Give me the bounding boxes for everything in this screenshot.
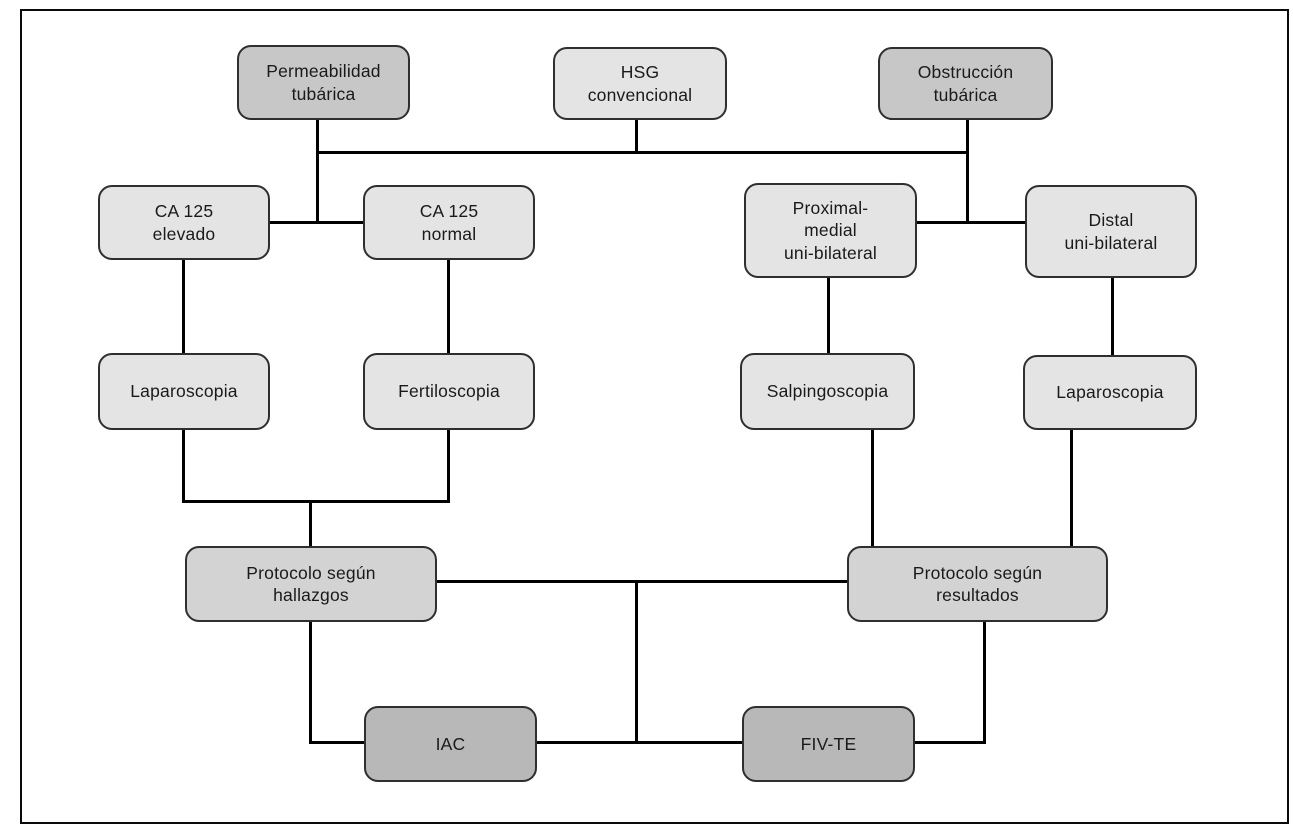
connector-join-to-hallazgos xyxy=(309,500,312,546)
connector-center-drop xyxy=(635,580,638,744)
node-permeabilidad-tubarica: Permeabilidad tubárica xyxy=(237,45,410,120)
connector-salpingoscopia-resultados xyxy=(871,430,874,546)
node-laparoscopia-left: Laparoscopia xyxy=(98,353,270,430)
connector-laparoscopia-left-down xyxy=(182,430,185,503)
node-label: Permeabilidad tubárica xyxy=(266,61,381,104)
node-label: Laparoscopia xyxy=(130,381,238,402)
node-laparoscopia-right: Laparoscopia xyxy=(1023,355,1197,430)
node-label: Obstrucción tubárica xyxy=(917,62,1014,105)
connector-laparoscopia-right-resultados xyxy=(1070,430,1073,546)
node-hsg-convencional: HSG convencional xyxy=(553,47,727,120)
connector-fertiloscopia-down xyxy=(447,430,450,503)
connector-distal-laparoscopia xyxy=(1111,278,1114,355)
node-label: HSG convencional xyxy=(587,62,693,105)
connector-to-iac xyxy=(309,741,364,744)
connector-to-fivte xyxy=(915,741,985,744)
node-iac: IAC xyxy=(364,706,537,782)
node-fiv-te: FIV-TE xyxy=(742,706,915,782)
node-label: CA 125 normal xyxy=(419,201,479,244)
node-ca125-elevado: CA 125 elevado xyxy=(98,185,270,260)
connector-ca-elevado-laparoscopia xyxy=(182,260,185,353)
node-label: Fertiloscopia xyxy=(398,381,500,402)
node-fertiloscopia: Fertiloscopia xyxy=(363,353,535,430)
connector-ca-normal-fertiloscopia xyxy=(447,260,450,353)
node-proximal-medial-uni-bilateral: Proximal- medial uni-bilateral xyxy=(744,183,917,278)
node-protocolo-segun-resultados: Protocolo según resultados xyxy=(847,546,1108,622)
node-label: Protocolo según resultados xyxy=(912,562,1043,605)
connector-protocolos-bridge xyxy=(437,580,847,583)
node-label: Protocolo según hallazgos xyxy=(246,562,376,605)
connector-proximal-salpingoscopia xyxy=(827,278,830,353)
node-protocolo-segun-hallazgos: Protocolo según hallazgos xyxy=(185,546,437,622)
connector-obstruccion-down xyxy=(966,120,969,224)
connector-proximal-distal-bridge xyxy=(917,221,1025,224)
node-salpingoscopia: Salpingoscopia xyxy=(740,353,915,430)
node-label: IAC xyxy=(435,733,466,754)
connector-hallazgos-down xyxy=(309,622,312,744)
node-ca125-normal: CA 125 normal xyxy=(363,185,535,260)
node-distal-uni-bilateral: Distal uni-bilateral xyxy=(1025,185,1197,278)
connector-iac-fivte xyxy=(537,741,742,744)
node-obstruccion-tubarica: Obstrucción tubárica xyxy=(878,47,1053,120)
connector-ca125-bridge xyxy=(270,221,363,224)
node-label: Salpingoscopia xyxy=(766,381,889,402)
node-label: Distal uni-bilateral xyxy=(1064,210,1158,253)
connector-hsg-down xyxy=(635,120,638,154)
node-label: FIV-TE xyxy=(800,733,857,754)
node-label: Proximal- medial uni-bilateral xyxy=(783,198,878,263)
node-label: Laparoscopia xyxy=(1056,382,1164,403)
node-label: CA 125 elevado xyxy=(152,201,216,244)
connector-resultados-down xyxy=(983,622,986,744)
connector-permeabilidad-down xyxy=(316,120,319,224)
connector-top-spine xyxy=(317,151,968,154)
connector-left-join xyxy=(182,500,450,503)
